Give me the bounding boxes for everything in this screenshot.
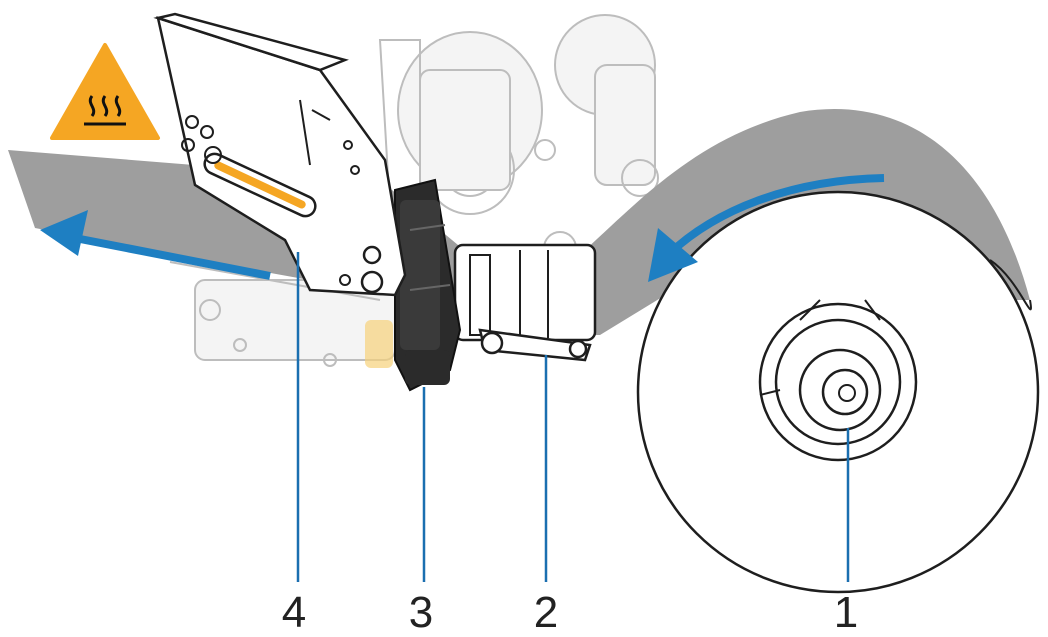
latch-accent [365,320,393,368]
hot-surface-warning-icon [50,43,160,140]
printhead-bracket [153,12,407,297]
callout-1: 1 [834,588,858,637]
feed-arrowhead [648,228,698,282]
exit-arrowhead [40,210,88,256]
adjustment-slot-highlight [214,161,306,209]
callout-3: 3 [409,588,433,637]
printer-mechanism-outline [169,14,659,367]
callout-4: 4 [282,588,306,637]
printhead-assembly [394,178,462,392]
exit-direction-arrow [74,234,271,280]
feed-direction-arrow [665,174,885,258]
platen-roller-assembly [453,243,597,362]
media-direction-arrows [40,174,885,282]
callout-2: 2 [534,588,558,637]
callout-leaders [296,252,850,582]
